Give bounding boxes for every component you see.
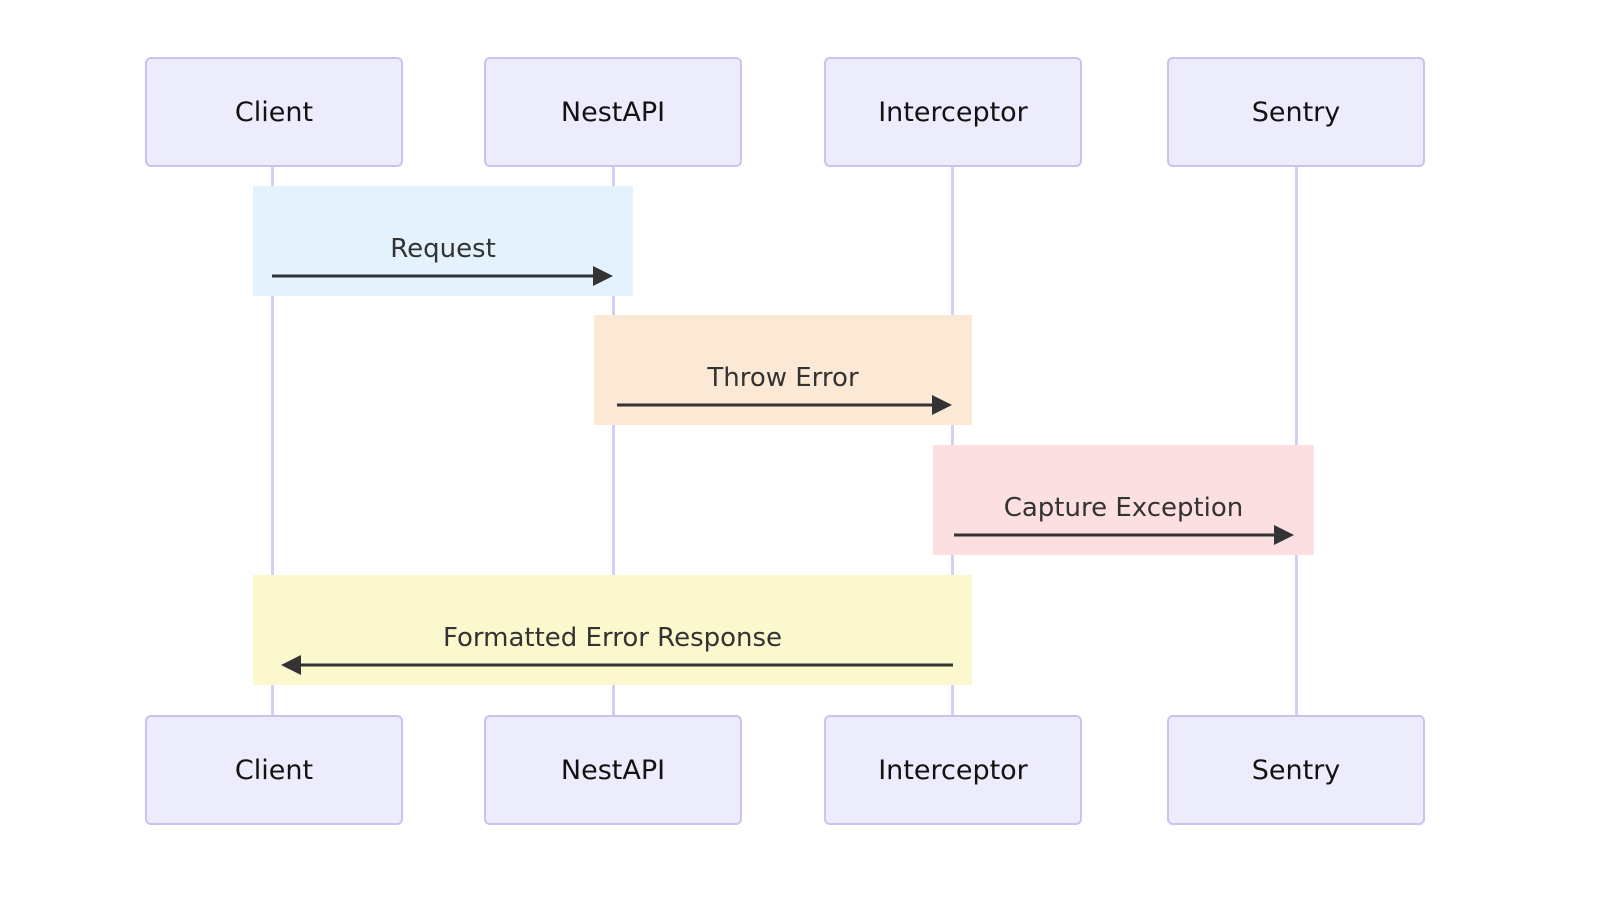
- message-arrow-capture-exception: [954, 525, 1294, 545]
- actor-label-nestapi-bottom: NestAPI: [560, 754, 666, 786]
- message-label-request: Request: [390, 234, 496, 264]
- actor-box-top-sentry[interactable]: Sentry: [1167, 57, 1425, 167]
- message-arrow-throw-error: [617, 395, 952, 415]
- actor-label-client-bottom: Client: [234, 754, 314, 786]
- message-formatted-error-response[interactable]: Formatted Error Response: [253, 575, 972, 685]
- actor-label-client-top: Client: [234, 96, 314, 128]
- message-label-formatted-error-response: Formatted Error Response: [442, 623, 783, 653]
- message-band-request: [253, 186, 633, 296]
- message-band-formatted-error-response: [253, 575, 972, 685]
- message-request[interactable]: Request: [253, 186, 633, 296]
- actor-label-sentry-bottom: Sentry: [1251, 754, 1341, 786]
- message-arrow-request: [272, 266, 613, 286]
- lifeline-sentry: [1295, 167, 1298, 715]
- actor-label-sentry-top: Sentry: [1251, 96, 1341, 128]
- message-capture-exception[interactable]: Capture Exception: [933, 445, 1314, 555]
- actor-label-nestapi-top: NestAPI: [560, 96, 666, 128]
- message-throw-error[interactable]: Throw Error: [594, 315, 972, 425]
- actor-box-bottom-nestapi[interactable]: NestAPI: [484, 715, 742, 825]
- actor-box-top-interceptor[interactable]: Interceptor: [824, 57, 1082, 167]
- actor-box-bottom-client[interactable]: Client: [145, 715, 403, 825]
- actor-box-top-client[interactable]: Client: [145, 57, 403, 167]
- message-label-capture-exception: Capture Exception: [1003, 493, 1244, 523]
- message-band-capture-exception: [933, 445, 1314, 555]
- message-arrow-formatted-error-response: [281, 655, 953, 675]
- actor-box-bottom-interceptor[interactable]: Interceptor: [824, 715, 1082, 825]
- lifeline-interceptor: [951, 167, 954, 715]
- message-label-throw-error: Throw Error: [707, 363, 859, 393]
- lifeline-client: [271, 167, 274, 715]
- lifeline-nestapi: [612, 167, 615, 715]
- message-band-throw-error: [594, 315, 972, 425]
- actor-box-bottom-sentry[interactable]: Sentry: [1167, 715, 1425, 825]
- actor-label-interceptor-bottom: Interceptor: [878, 754, 1028, 786]
- actor-label-interceptor-top: Interceptor: [878, 96, 1028, 128]
- actor-box-top-nestapi[interactable]: NestAPI: [484, 57, 742, 167]
